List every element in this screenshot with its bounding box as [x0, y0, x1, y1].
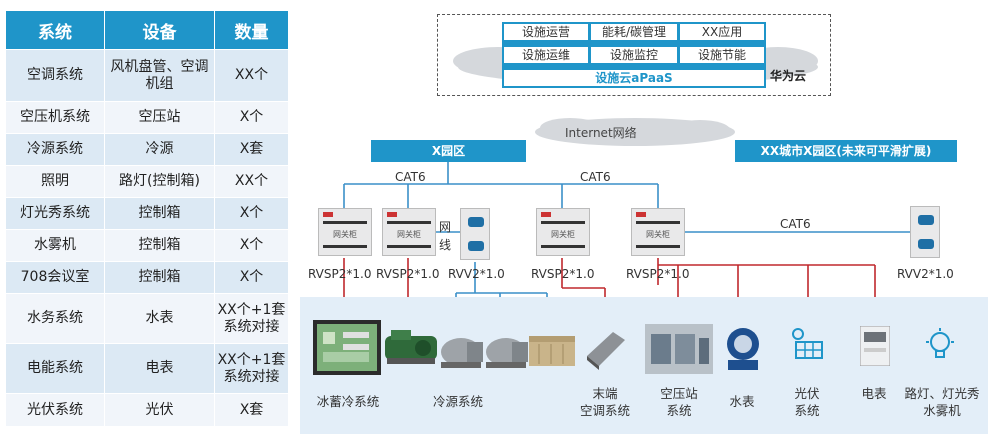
rvv-label: RVV2*1.0 — [897, 267, 954, 281]
gateway-cabinet: 网关柜 — [318, 208, 372, 256]
table-cell: X个 — [214, 229, 289, 262]
rvsp-label: RVSP2*1.0 — [376, 267, 440, 281]
pump-icon — [441, 338, 483, 368]
cloud-cell: 设施节能 — [680, 47, 764, 63]
solar-panel-icon — [792, 328, 823, 359]
table-cell: 控制箱 — [104, 261, 215, 294]
table-cell: 控制箱 — [104, 229, 215, 262]
cat6-label: CAT6 — [395, 170, 426, 184]
rvsp-label: RVSP2*1.0 — [531, 267, 595, 281]
electric-meter-icon — [860, 326, 890, 366]
table-cell: 708会议室 — [5, 261, 105, 294]
rvsp-label: RVSP2*1.0 — [626, 267, 690, 281]
table-cell: 电能系统 — [5, 343, 105, 394]
chiller-icon — [385, 330, 437, 364]
zone-city-park: XX城市X园区(未来可平滑扩展) — [735, 140, 957, 162]
table-cell: 灯光秀系统 — [5, 197, 105, 230]
table-cell: X个 — [214, 261, 289, 294]
vendor-label: 华为云 — [770, 69, 807, 83]
paas-panel: 设施运营 能耗/碳管理 XX应用 设施运维 设施监控 设施节能 设施云aPaaS — [502, 22, 766, 88]
pump-icon — [486, 338, 528, 368]
subsystem-label: 空压站 系统 — [660, 386, 698, 418]
table-cell: 光伏 — [104, 393, 215, 427]
cloud-cell: 设施运维 — [504, 47, 588, 63]
water-meter-icon — [727, 328, 759, 370]
cabinet-label: 网关柜 — [551, 230, 575, 239]
table-cell: 空压站 — [104, 101, 215, 134]
table-cell: XX个+1套系统对接 — [214, 343, 289, 394]
subsystem-label: 光伏 系统 — [794, 386, 820, 418]
subsystem-label: 水表 — [729, 394, 755, 409]
internet-label: Internet网络 — [565, 126, 637, 140]
table-cell: 水务系统 — [5, 293, 105, 344]
table-cell: 水表 — [104, 293, 215, 344]
table-cell: 冷源系统 — [5, 133, 105, 166]
cat6-label: CAT6 — [580, 170, 611, 184]
table-cell: 空调系统 — [5, 49, 105, 102]
cloud-cell: 能耗/碳管理 — [591, 24, 677, 40]
zone-x-park: X园区 — [371, 140, 526, 162]
gateway-cabinet: 网关柜 — [382, 208, 436, 256]
rvv-device — [460, 208, 490, 260]
wire-label: 网线 — [439, 220, 452, 252]
table-cell: XX个+1套系统对接 — [214, 293, 289, 344]
light-bulb-icon — [926, 328, 954, 358]
cabinet-label: 网关柜 — [333, 230, 357, 239]
subsystem-label: 冷源系统 — [432, 394, 483, 409]
table-cell: X套 — [214, 393, 289, 427]
gateway-cabinet: 网关柜 — [631, 208, 685, 256]
table-cell: 光伏系统 — [5, 393, 105, 427]
table-cell: X个 — [214, 101, 289, 134]
table-cell: 水雾机 — [5, 229, 105, 262]
ice-storage-screen-icon — [313, 320, 381, 375]
table-cell: 冷源 — [104, 133, 215, 166]
subsystem-label: 电表 — [861, 386, 887, 401]
cloud-cell: XX应用 — [680, 24, 764, 40]
header-system: 系统 — [5, 10, 105, 50]
paas-bar: 设施云aPaaS — [504, 70, 764, 86]
rvv-device — [910, 206, 940, 258]
cooling-unit-icon — [529, 336, 575, 366]
subsystem-label: 路灯、灯光秀 水雾机 — [904, 386, 980, 418]
rvv-label: RVV2*1.0 — [448, 267, 505, 281]
terminal-ac-icon — [587, 332, 625, 370]
table-cell: 照明 — [5, 165, 105, 198]
subsystem-label: 冰蓄冷系统 — [316, 394, 380, 409]
cloud-cell: 设施运营 — [504, 24, 588, 40]
cat6-label: CAT6 — [780, 217, 811, 231]
cloud-cell: 设施监控 — [591, 47, 677, 63]
gateway-cabinet: 网关柜 — [536, 208, 590, 256]
table-cell: 空压机系统 — [5, 101, 105, 134]
cabinet-label: 网关柜 — [397, 230, 421, 239]
table-cell: X个 — [214, 197, 289, 230]
cabinet-label: 网关柜 — [646, 230, 670, 239]
internet-cloud — [535, 118, 735, 146]
rvsp-label: RVSP2*1.0 — [308, 267, 372, 281]
air-compressor-station-icon — [645, 324, 713, 374]
table-cell: 电表 — [104, 343, 215, 394]
table-cell: 风机盘管、空调机组 — [104, 49, 215, 102]
table-cell: 控制箱 — [104, 197, 215, 230]
subsystem-label: 末端 空调系统 — [579, 386, 630, 418]
